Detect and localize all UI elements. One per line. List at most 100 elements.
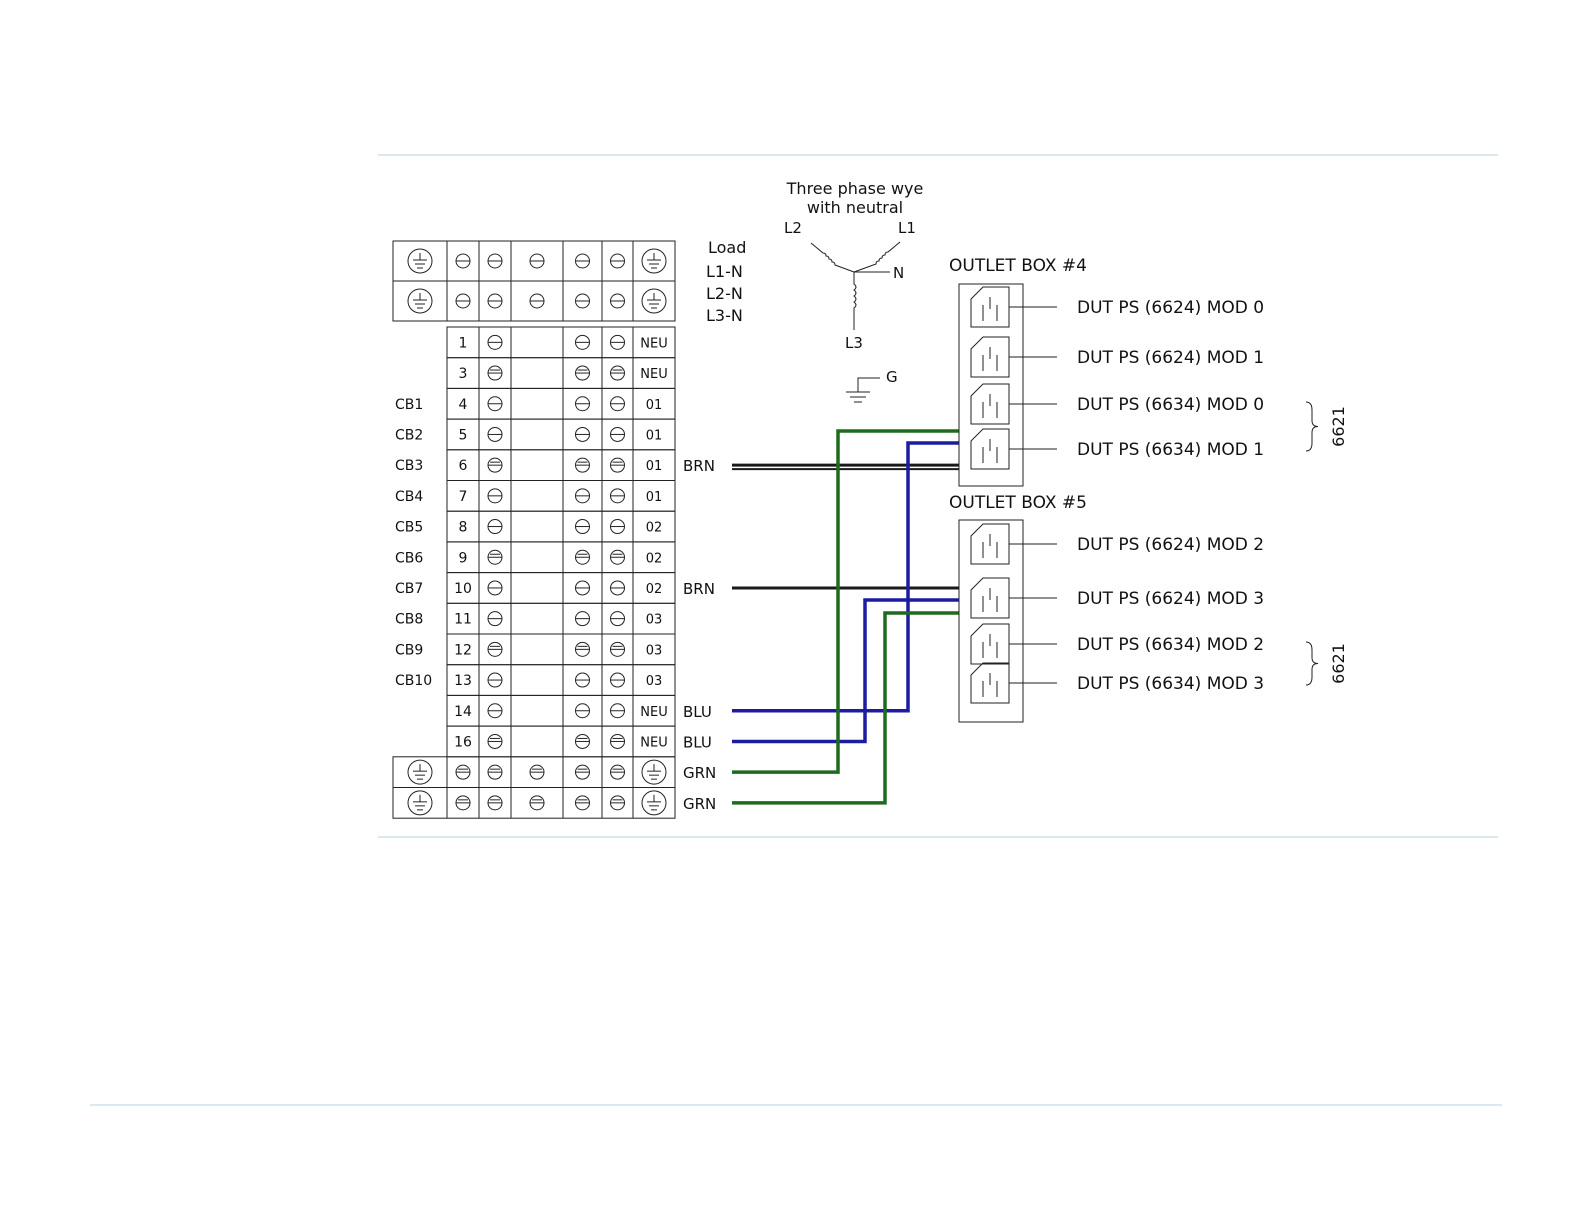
outlet-receptacle-icon	[970, 623, 1010, 665]
terminal-number: 11	[454, 612, 472, 628]
circuit-breaker-label: CB8	[395, 612, 423, 628]
wire-run	[732, 441, 959, 713]
screw-icon	[575, 426, 590, 442]
outlet-receptacle-icon	[970, 383, 1010, 425]
screw-icon	[575, 365, 590, 381]
label-n: N	[893, 264, 904, 282]
screw-icon	[610, 703, 625, 719]
ground-terminal-icon	[641, 759, 667, 785]
screw-icon	[529, 764, 545, 780]
terminal-number: 7	[459, 489, 468, 505]
screw-icon	[575, 611, 590, 627]
group-brace-icon	[1305, 401, 1319, 452]
terminal-number: 14	[454, 704, 472, 720]
screw-icon	[455, 293, 471, 309]
circuit-code: 02	[646, 551, 663, 566]
screw-icon	[610, 396, 625, 412]
circuit-code: NEU	[640, 336, 667, 351]
screw-icon	[575, 795, 590, 811]
load-l1n: L1-N	[706, 262, 743, 281]
screw-icon	[610, 365, 625, 381]
screw-icon	[610, 293, 625, 309]
outlet-label: DUT PS (6624) MOD 2	[1077, 535, 1264, 555]
circuit-code: 02	[646, 521, 663, 536]
group-brace-icon	[1305, 641, 1319, 686]
screw-icon	[575, 293, 590, 309]
screw-icon	[610, 672, 625, 688]
outlet-receptacle-icon	[970, 286, 1010, 328]
screw-icon	[487, 426, 503, 442]
circuit-code: NEU	[640, 735, 667, 750]
group-label: 6621	[1329, 406, 1348, 447]
ground-symbol	[846, 377, 880, 403]
outlet-label: DUT PS (6624) MOD 0	[1077, 298, 1264, 318]
screw-icon	[575, 703, 590, 719]
circuit-breaker-label: CB4	[395, 489, 423, 505]
load-header: Load	[708, 238, 746, 257]
terminal-number: 1	[459, 335, 468, 351]
wire-color-label: GRN	[683, 795, 716, 813]
top-ground-bus-row	[392, 280, 676, 322]
outlet-label: DUT PS (6634) MOD 0	[1077, 395, 1264, 415]
wire-run	[732, 429, 959, 774]
terminal-number: 6	[459, 458, 468, 474]
screw-icon	[575, 334, 590, 350]
screw-icon	[575, 457, 590, 473]
screw-icon	[487, 733, 503, 749]
screw-icon	[610, 334, 625, 350]
wire-run	[732, 611, 959, 805]
circuit-code: 01	[646, 459, 663, 474]
screw-icon	[575, 519, 590, 535]
circuit-code: 01	[646, 490, 663, 505]
load-l2n: L2-N	[706, 284, 743, 303]
screw-icon	[529, 293, 545, 309]
screw-icon	[487, 457, 503, 473]
screw-icon	[487, 549, 503, 565]
terminal-number: 3	[459, 366, 468, 382]
circuit-code: 03	[646, 613, 663, 628]
screw-icon	[610, 426, 625, 442]
terminal-row: 1 NEU	[446, 326, 676, 359]
source-title-1: Three phase wye	[786, 179, 924, 198]
outlet-label: DUT PS (6634) MOD 1	[1077, 440, 1264, 460]
label-l3: L3	[845, 334, 863, 352]
wire-run	[732, 598, 959, 744]
circuit-breaker-label: CB6	[395, 550, 423, 566]
label-l2: L2	[784, 219, 802, 237]
ground-terminal-icon	[407, 248, 433, 274]
wye-source: Three phase wye with neutral L2 L1 N L3 …	[784, 179, 924, 403]
screw-icon	[575, 549, 590, 565]
screw-icon	[610, 519, 625, 535]
outlet-label: DUT PS (6624) MOD 3	[1077, 589, 1264, 609]
terminal-number: 4	[459, 397, 468, 413]
screw-icon	[487, 519, 503, 535]
winding-l3	[853, 272, 857, 330]
terminal-number: 10	[454, 581, 472, 597]
screw-icon	[487, 641, 503, 657]
outlet-label: DUT PS (6634) MOD 2	[1077, 635, 1264, 655]
circuit-breaker-label: CB2	[395, 427, 423, 443]
circuit-breaker-label: CB1	[395, 397, 423, 413]
ground-terminal-icon	[641, 288, 667, 314]
outlet-box-title: OUTLET BOX #5	[949, 493, 1087, 513]
terminal-number: 12	[454, 642, 472, 658]
group-label: 6621	[1329, 643, 1348, 684]
screw-icon	[487, 488, 503, 504]
screw-icon	[487, 580, 503, 596]
wire-color-label: GRN	[683, 764, 716, 782]
ground-terminal-icon	[407, 790, 433, 816]
terminal-number: 5	[459, 427, 468, 443]
outlet-receptacle-icon	[970, 428, 1010, 470]
screw-icon	[575, 641, 590, 657]
screw-icon	[610, 549, 625, 565]
ground-terminal-icon	[641, 248, 667, 274]
wire-color-label: BLU	[683, 703, 712, 721]
